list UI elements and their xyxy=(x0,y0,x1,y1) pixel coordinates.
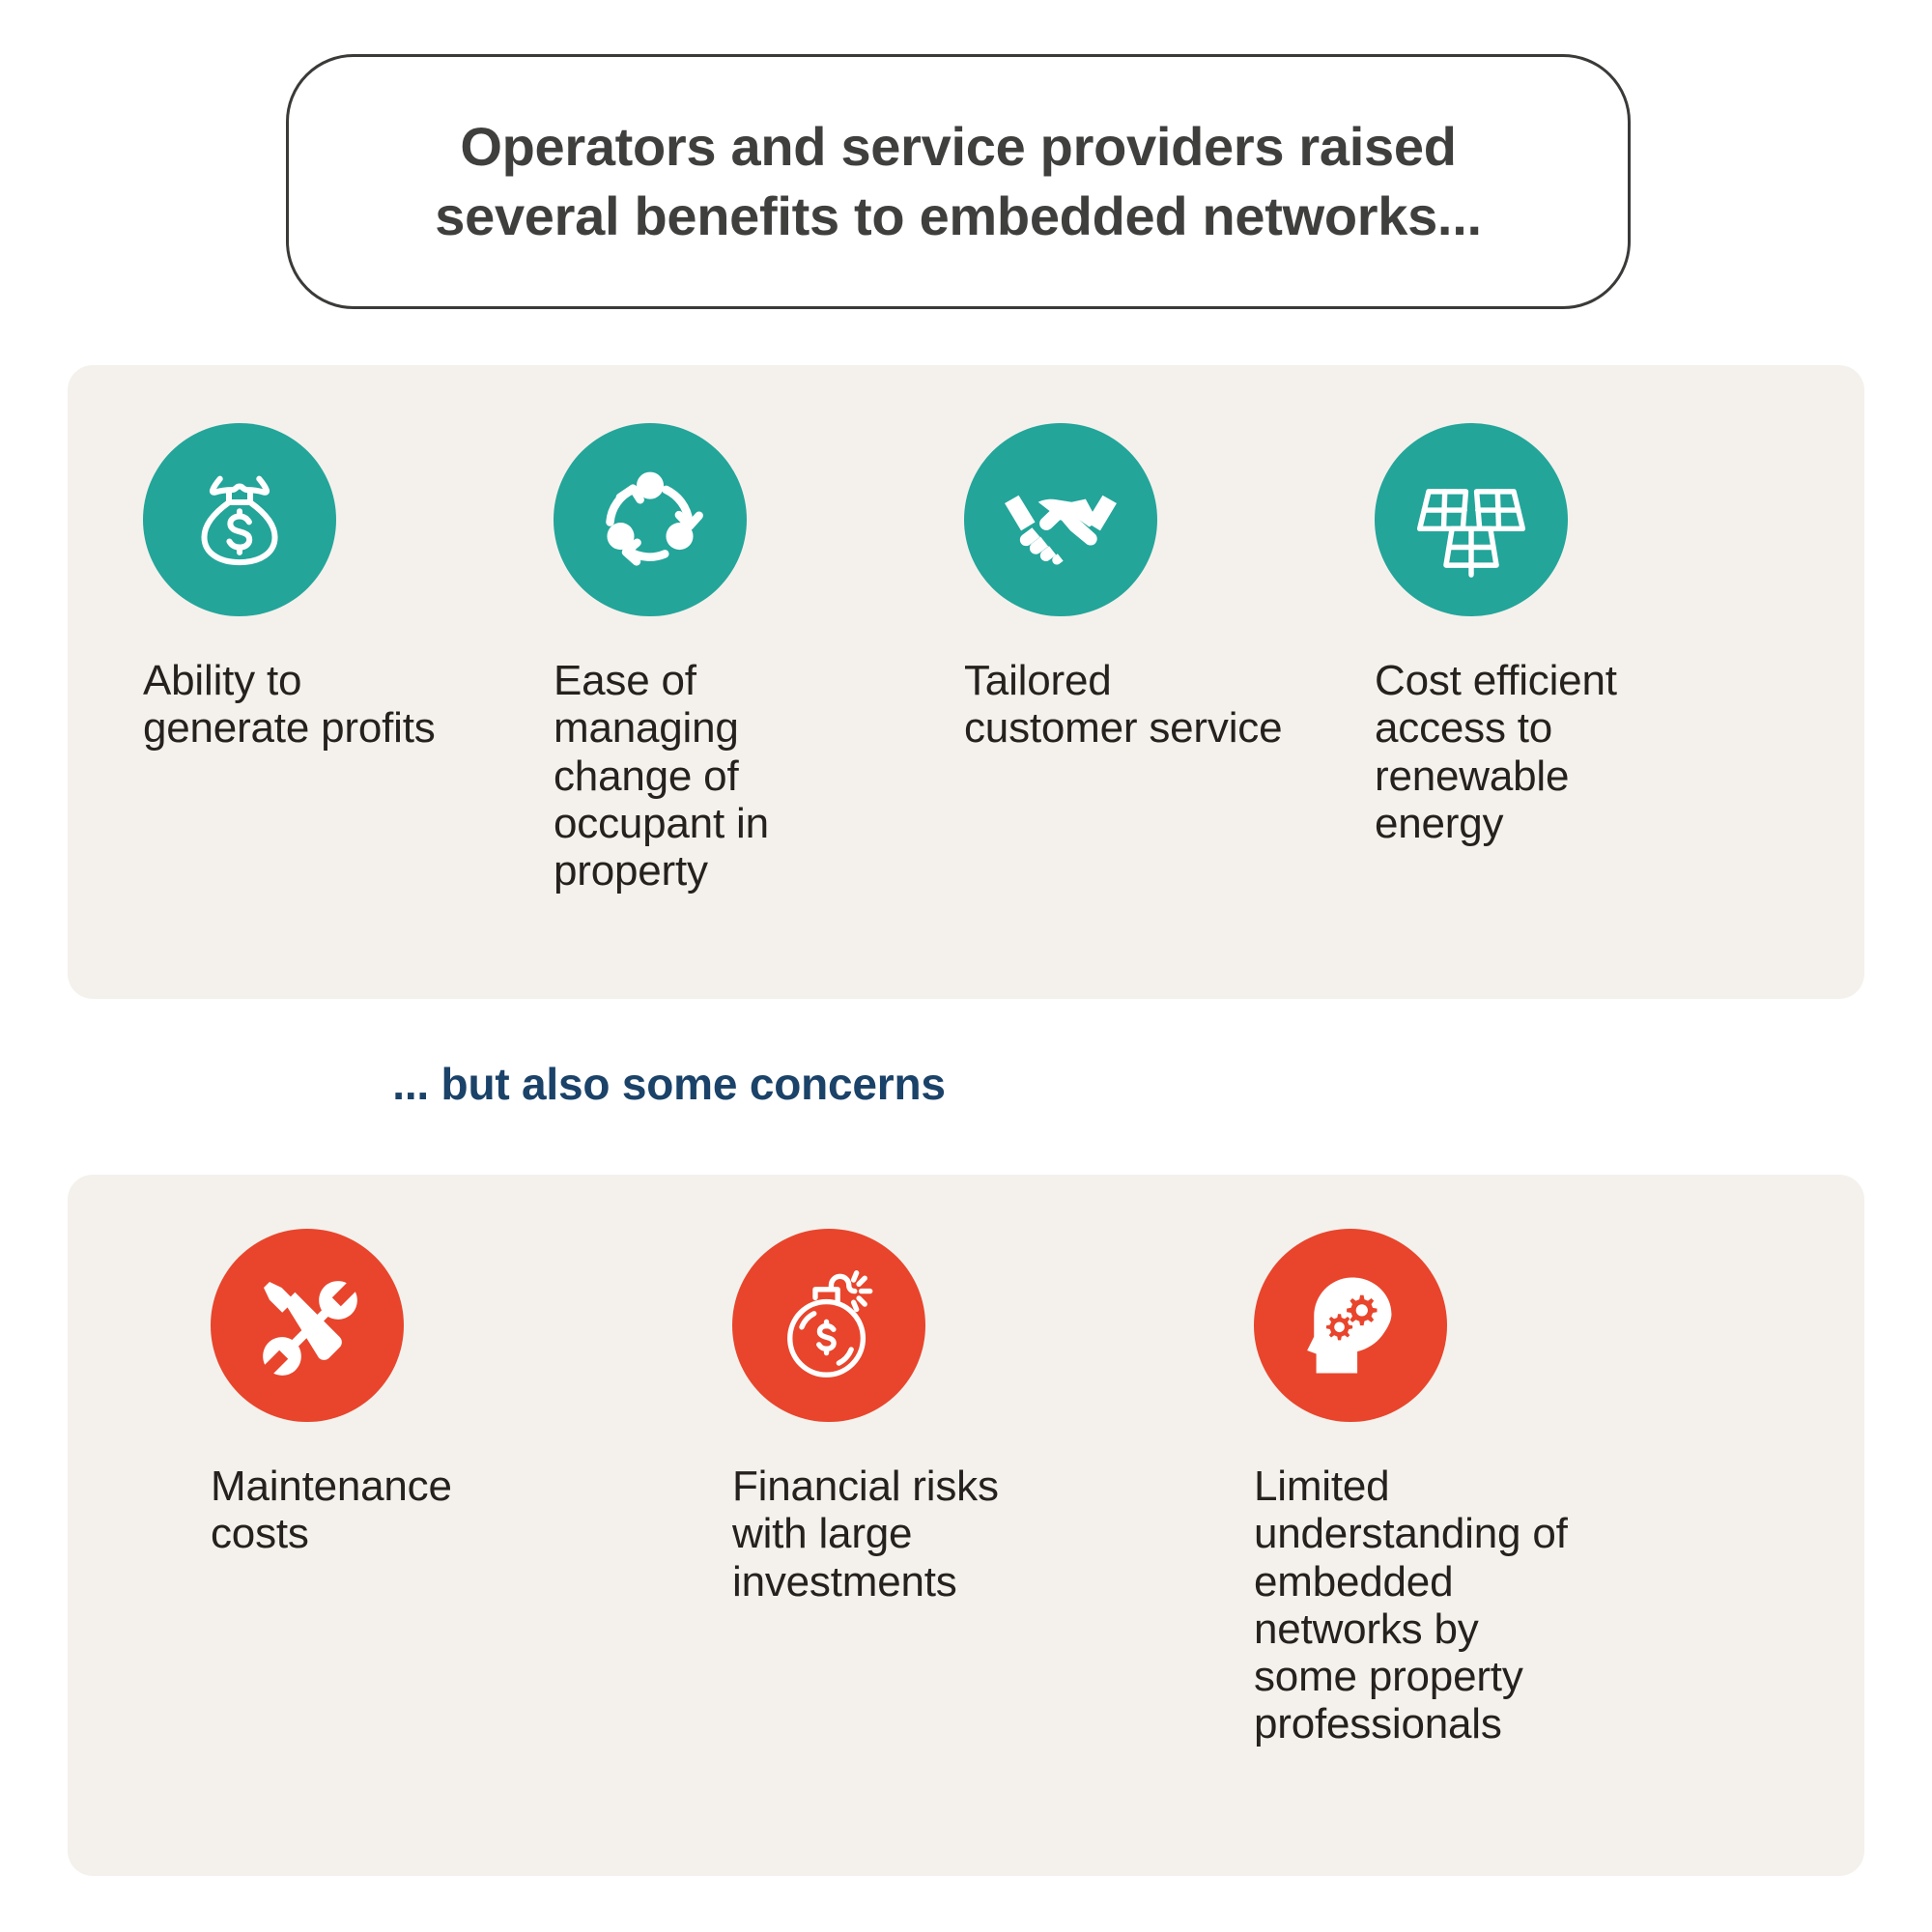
benefit-label: Ability to generate profits xyxy=(143,657,436,753)
page-title-line-2: several benefits to embedded networks... xyxy=(435,185,1482,246)
concerns-heading: ... but also some concerns xyxy=(392,1059,946,1109)
benefit-item-customer-service: Tailored customer service xyxy=(964,423,1375,753)
money-bag-icon xyxy=(143,423,336,616)
page-title: Operators and service providers raised s… xyxy=(396,112,1520,250)
concern-label: Financial risks with large investments xyxy=(732,1463,999,1605)
cycle-arrows-icon xyxy=(554,423,747,616)
money-bomb-icon xyxy=(732,1229,925,1422)
handshake-icon xyxy=(964,423,1157,616)
title-callout: Operators and service providers raised s… xyxy=(286,54,1631,309)
concern-item-financial-risk: Financial risks with large investments xyxy=(732,1229,1254,1605)
concern-label: Limited understanding of embedded networ… xyxy=(1254,1463,1568,1748)
concern-item-limited-understanding: Limited understanding of embedded networ… xyxy=(1254,1229,1776,1748)
benefit-label: Cost efficient access to renewable energ… xyxy=(1375,657,1617,847)
benefit-item-occupant-change: Ease of managing change of occupant in p… xyxy=(554,423,964,895)
concern-label: Maintenance costs xyxy=(211,1463,452,1558)
benefit-item-profits: Ability to generate profits xyxy=(143,423,554,753)
wrench-screwdriver-icon xyxy=(211,1229,404,1422)
concerns-item-list: Maintenance costs xyxy=(211,1229,1776,1748)
benefits-item-list: Ability to generate profits Ease of mana… xyxy=(143,423,1785,895)
concern-item-maintenance: Maintenance costs xyxy=(211,1229,732,1558)
solar-panels-icon xyxy=(1375,423,1568,616)
page-title-line-1: Operators and service providers raised xyxy=(460,116,1457,178)
benefit-label: Tailored customer service xyxy=(964,657,1283,753)
benefit-label: Ease of managing change of occupant in p… xyxy=(554,657,769,895)
benefits-panel xyxy=(68,365,1864,999)
benefit-item-renewable-energy: Cost efficient access to renewable energ… xyxy=(1375,423,1785,847)
head-gears-icon xyxy=(1254,1229,1447,1422)
